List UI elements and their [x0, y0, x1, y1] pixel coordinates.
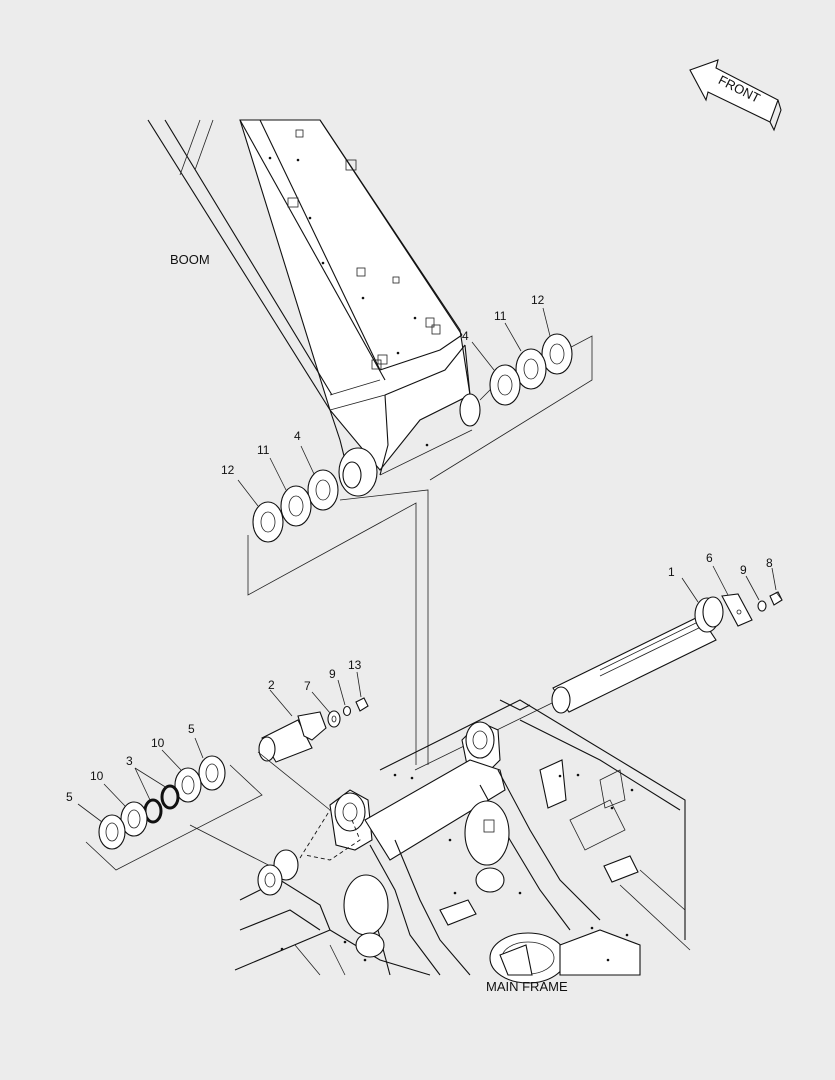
- part-number-11: 11: [494, 309, 507, 323]
- washer-5-lower-right: [198, 755, 226, 791]
- ring-3-right: [160, 784, 180, 810]
- front-arrow-icon: FRONT: [689, 59, 782, 132]
- part-number-10: 10: [151, 736, 165, 750]
- part-number-10: 10: [90, 769, 104, 783]
- part-number-2: 2: [268, 678, 275, 692]
- part-number-5: 5: [66, 790, 73, 804]
- part-number-4: 4: [294, 429, 301, 443]
- main-frame-drawing: MAIN FRAME: [234, 699, 691, 994]
- upper-right-washer-group: 12 11 4: [429, 293, 593, 481]
- boom-drawing: BOOM: [147, 119, 481, 497]
- boom-foot-pin-assembly: 1 6 9 8: [414, 551, 783, 771]
- arm-cylinder-pin-assembly: 2 7 9 13: [257, 658, 369, 811]
- washer-4-upper-right: [489, 364, 521, 406]
- part-number-11: 11: [257, 443, 270, 457]
- part-number-5: 5: [188, 722, 195, 736]
- main-frame-label: MAIN FRAME: [486, 979, 568, 994]
- lower-washer-group: 5 10 3 10 5: [66, 722, 279, 871]
- part-number-9: 9: [740, 563, 747, 577]
- washer-5-lower-left: [98, 814, 126, 850]
- washer-12-upper-left: [252, 501, 284, 543]
- washer-4-upper-left: [307, 469, 339, 511]
- washer-11-upper-right: [515, 348, 547, 390]
- washer-10-lower-right: [174, 767, 202, 803]
- part-number-12: 12: [221, 463, 235, 477]
- part-number-9: 9: [329, 667, 336, 681]
- part-number-7: 7: [304, 679, 311, 693]
- part-number-13: 13: [348, 658, 362, 672]
- part-number-1: 1: [668, 565, 675, 579]
- part-number-3: 3: [126, 754, 133, 768]
- washer-12-upper-right: [541, 333, 573, 375]
- part-number-4: 4: [462, 329, 469, 343]
- boom-label: BOOM: [170, 252, 210, 267]
- upper-left-washer-group: 12 11 4: [221, 429, 429, 765]
- part-number-6: 6: [706, 551, 713, 565]
- part-number-12: 12: [531, 293, 545, 307]
- part-number-8: 8: [766, 556, 773, 570]
- washer-11-upper-left: [280, 485, 312, 527]
